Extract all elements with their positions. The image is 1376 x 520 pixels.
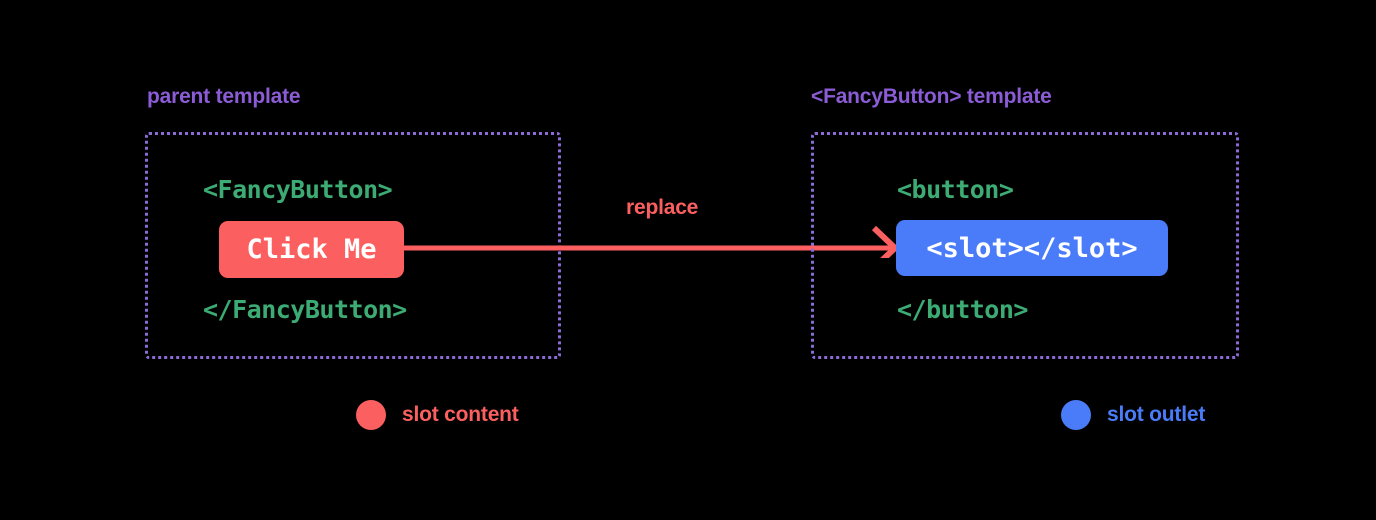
parent-open-tag: <FancyButton>	[203, 175, 393, 204]
legend-label-slot-outlet: slot outlet	[1107, 403, 1206, 426]
fancybutton-open-tag: <button>	[897, 175, 1014, 204]
filled-circle-icon	[356, 400, 386, 430]
fancybutton-template-label: <FancyButton> template	[811, 85, 1052, 108]
parent-close-tag: </FancyButton>	[203, 295, 407, 324]
legend-item-slot-content: slot content	[356, 400, 519, 430]
slot-outlet-chip[interactable]: <slot></slot>	[896, 220, 1168, 276]
filled-circle-icon	[1061, 400, 1091, 430]
legend-item-slot-outlet: slot outlet	[1061, 400, 1205, 430]
replace-arrow-label: replace	[626, 196, 699, 219]
slot-content-chip[interactable]: Click Me	[219, 221, 404, 278]
legend-label-slot-content: slot content	[402, 403, 519, 426]
parent-template-label: parent template	[147, 85, 301, 108]
fancybutton-close-tag: </button>	[897, 295, 1028, 324]
fancybutton-template-box	[811, 132, 1239, 359]
